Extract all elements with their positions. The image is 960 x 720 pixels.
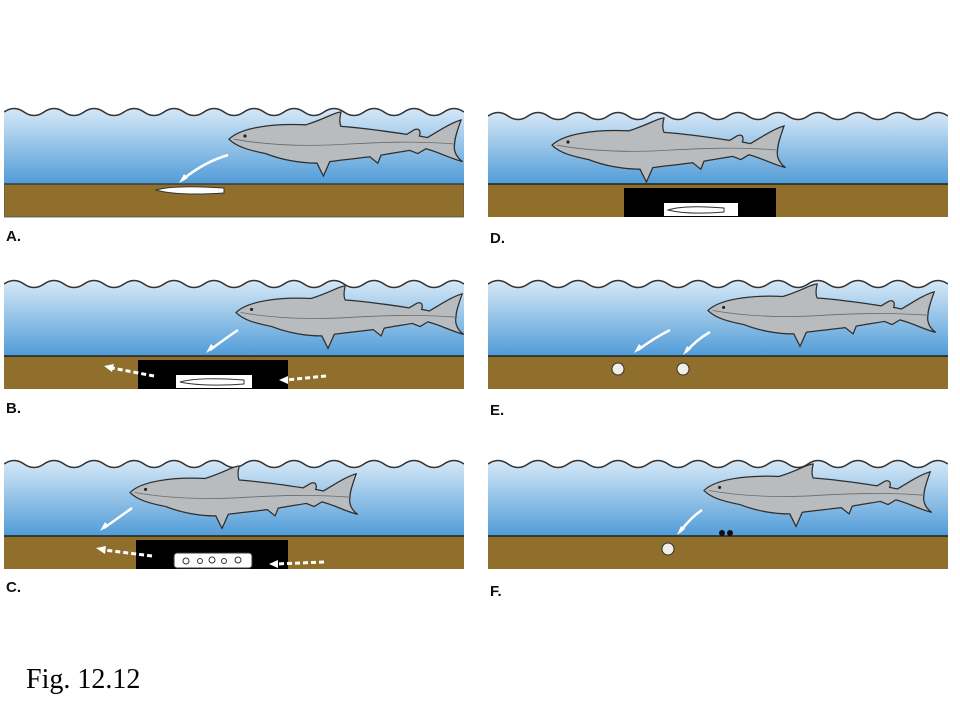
panel-label: C. (6, 579, 21, 596)
attack-arrow (634, 328, 671, 353)
attack-arrow (100, 506, 133, 531)
current-arrow-left (104, 364, 155, 378)
odor-source (719, 530, 725, 536)
attack-arrow (179, 153, 229, 183)
electrode (611, 362, 625, 376)
attack-arrow (683, 330, 711, 355)
buried-fish (666, 206, 725, 214)
current-arrow-right (279, 374, 327, 384)
electrode (676, 362, 690, 376)
buried-fish (154, 186, 225, 195)
panel-c: C. (4, 452, 464, 602)
panel-label: E. (490, 402, 505, 419)
panel-e: E. (488, 272, 948, 422)
panel-label: F. (490, 583, 502, 600)
panel-label: B. (6, 400, 21, 417)
panel-a: A. (4, 100, 464, 250)
attack-arrow (206, 328, 239, 353)
air-bubbles (182, 556, 242, 565)
panel-b: B. (4, 272, 464, 422)
panel-label: A. (6, 228, 21, 245)
electrode (661, 542, 675, 556)
panel-label: D. (490, 230, 505, 247)
current-arrow-right (269, 560, 325, 568)
panel-f: F. (488, 452, 948, 602)
panel-d-scene (488, 111, 948, 217)
attack-arrow (677, 508, 703, 535)
panel-f-scene (488, 459, 948, 569)
current-arrow-left (96, 546, 153, 558)
panel-a-scene (4, 107, 464, 218)
panel-c-scene (4, 459, 464, 569)
panel-e-scene (488, 279, 948, 389)
figure-caption: Fig. 12.12 (26, 664, 141, 695)
panel-d: D. (488, 100, 948, 250)
panel-b-scene (4, 279, 464, 389)
odor-source (727, 530, 733, 536)
